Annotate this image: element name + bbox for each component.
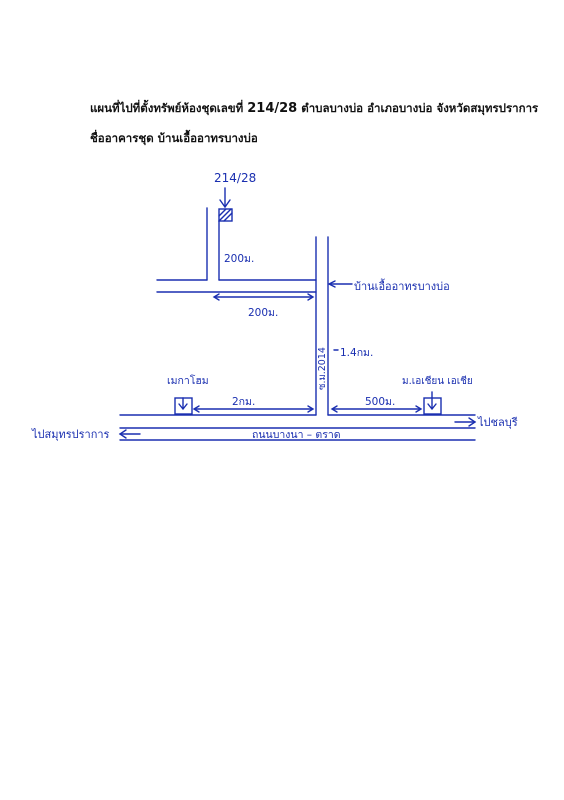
left-distance: 2กม. [232, 396, 255, 408]
soi-name: ซ.ม.2014 [317, 347, 328, 390]
page-title: แผนที่ไปที่ตั้งทรัพย์ห้องชุดเลขที่ 214/2… [90, 100, 538, 118]
right-landmark-label: ม.เอเชียน เอเชีย [402, 375, 473, 387]
building-name: ชื่ออาคารชุด บ้านเอื้ออาทรบางบ่อ [90, 131, 258, 145]
main-road-label: ถนนบางนา – ตราด [252, 429, 341, 441]
building-label: บ้านเอื้ออาทรบางบ่อ [354, 278, 450, 293]
unit-arrow-head [219, 199, 231, 209]
cross-road-distance: 200ม. [248, 307, 278, 319]
left-landmark-label: เมกาโฮม [167, 374, 209, 387]
title-prefix: แผนที่ไปที่ตั้งทรัพย์ห้องชุดเลขที่ [90, 101, 244, 115]
title-location: ตำบลบางบ่อ อำเภอบางบ่อ จังหวัดสมุทรปรากา… [301, 101, 539, 115]
upper-lane-distance: 200ม. [224, 253, 254, 265]
unit-number-label: 214/28 [214, 171, 256, 185]
to-left-label: ไปสมุทรปราการ [31, 428, 110, 441]
right-distance: 500ม. [365, 396, 395, 408]
unit-number: 214/28 [247, 101, 298, 116]
soi-distance: 1.4กม. [340, 347, 373, 359]
to-right-label: ไปชลบุรี [477, 416, 518, 429]
